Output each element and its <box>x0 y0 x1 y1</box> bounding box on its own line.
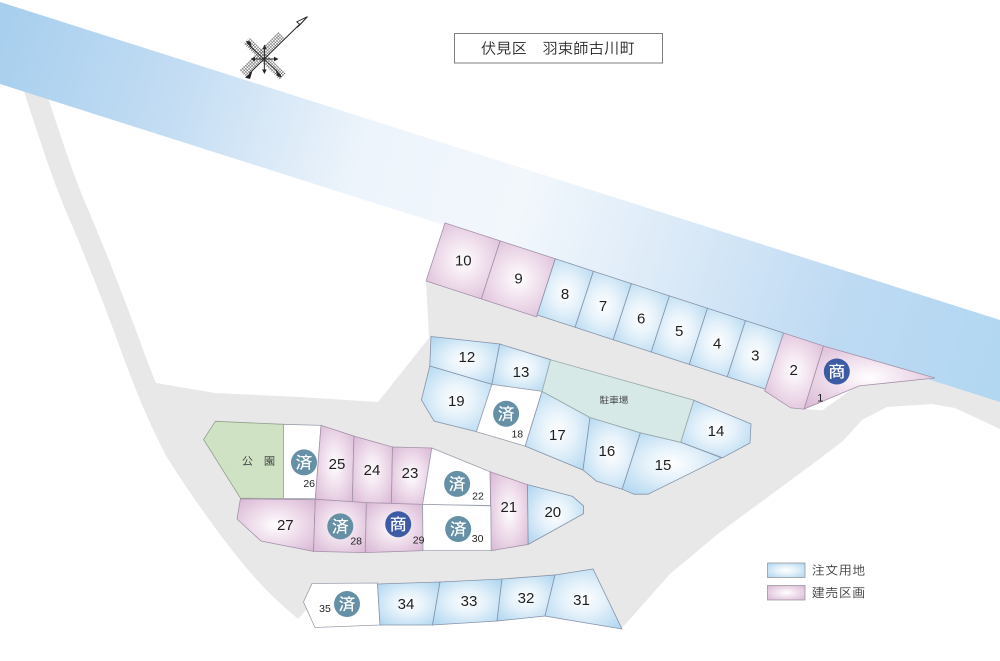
svg-text:35: 35 <box>319 603 331 615</box>
svg-text:5: 5 <box>675 323 683 340</box>
svg-text:20: 20 <box>544 504 561 521</box>
svg-text:15: 15 <box>655 457 672 474</box>
svg-text:30: 30 <box>472 533 484 545</box>
svg-text:34: 34 <box>398 596 415 613</box>
svg-text:23: 23 <box>402 465 419 482</box>
svg-text:19: 19 <box>448 393 465 410</box>
svg-text:22: 22 <box>472 490 484 502</box>
svg-text:27: 27 <box>277 517 294 534</box>
svg-text:16: 16 <box>599 443 616 460</box>
svg-text:14: 14 <box>708 423 725 440</box>
svg-text:33: 33 <box>461 593 478 610</box>
svg-text:3: 3 <box>751 348 759 365</box>
svg-text:13: 13 <box>513 364 530 381</box>
svg-text:12: 12 <box>459 349 476 366</box>
svg-text:32: 32 <box>518 590 535 607</box>
svg-text:4: 4 <box>713 335 721 352</box>
svg-text:24: 24 <box>364 462 381 479</box>
svg-text:31: 31 <box>573 592 590 609</box>
svg-text:6: 6 <box>637 311 645 328</box>
svg-text:25: 25 <box>329 456 346 473</box>
svg-text:26: 26 <box>303 478 315 490</box>
svg-text:28: 28 <box>350 535 362 547</box>
svg-text:17: 17 <box>549 427 566 444</box>
svg-text:18: 18 <box>511 429 523 441</box>
svg-text:10: 10 <box>455 253 472 270</box>
svg-text:1: 1 <box>817 393 823 405</box>
svg-text:29: 29 <box>413 535 425 547</box>
svg-text:7: 7 <box>599 298 607 315</box>
svg-text:8: 8 <box>561 286 569 303</box>
svg-text:9: 9 <box>514 271 522 288</box>
svg-text:2: 2 <box>790 362 798 379</box>
svg-text:21: 21 <box>500 499 517 516</box>
